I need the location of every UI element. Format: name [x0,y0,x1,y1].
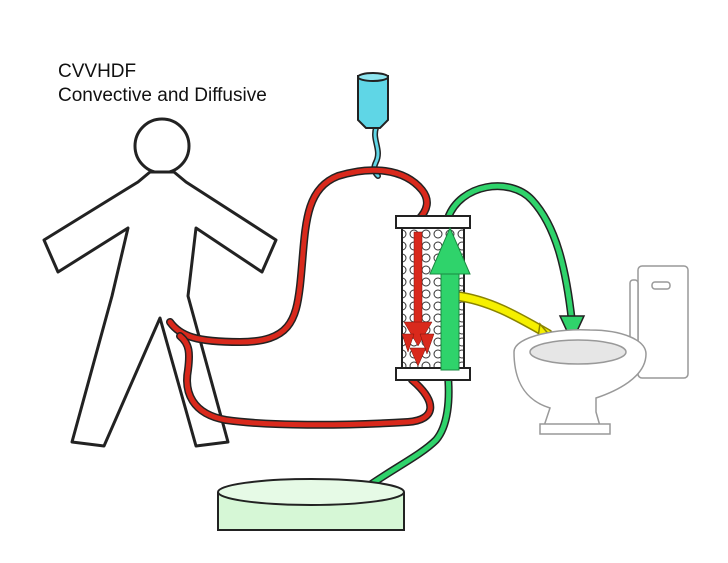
blood-circuit-line [166,166,435,429]
toilet-icon [513,265,689,435]
title-line-1: CVVHDF [58,61,137,82]
person-outline-icon [42,117,278,448]
replacement-fluid-bag-icon [357,72,389,179]
effluent-line [444,182,586,344]
dialysate-inflow-line [356,372,453,496]
dialysate-flow-arrow [429,226,471,371]
blood-flow-arrows [401,231,435,367]
title-line-2: Convective and Diffusive [58,85,267,106]
diagram-title: CVVHDF Convective and Diffusive [58,60,267,108]
dialysate-container-icon [217,478,405,531]
hemofilter-icon [395,215,577,381]
